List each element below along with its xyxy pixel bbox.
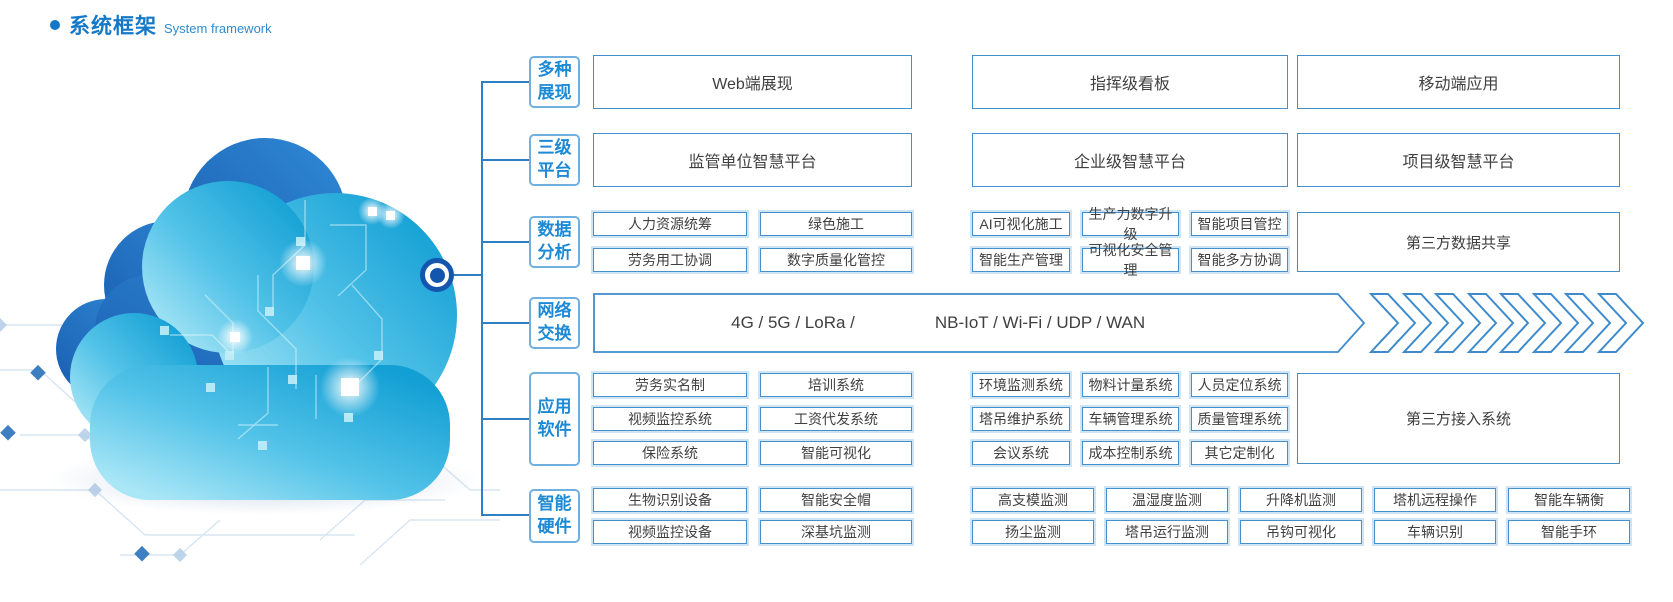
bullet-icon	[50, 20, 60, 30]
right-chevron-arrows	[1368, 293, 1645, 353]
connector-line	[482, 241, 529, 243]
display-box: 移动端应用	[1297, 55, 1620, 109]
hardware-box: 高支模监测	[972, 488, 1094, 512]
hardware-box: 塔机远程操作	[1374, 488, 1496, 512]
hardware-box: 深基坑监测	[760, 520, 912, 544]
tree-trunk-line	[481, 81, 483, 516]
network-bar	[593, 293, 1645, 353]
analysis-box: 人力资源统筹	[593, 212, 747, 236]
software-box: 车辆管理系统	[1082, 407, 1179, 431]
software-box: 会议系统	[972, 441, 1070, 465]
hardware-box: 车辆识别	[1374, 520, 1496, 544]
analysis-box: 生产力数字升级	[1082, 206, 1179, 242]
display-box: Web端展现	[593, 55, 912, 109]
analysis-box: 智能生产管理	[972, 248, 1070, 272]
software-box: 环境监测系统	[972, 373, 1070, 397]
software-box: 智能可视化	[760, 441, 912, 465]
section-title: 系统框架 System framework	[50, 10, 272, 40]
circuit-node-icon	[420, 258, 454, 292]
hardware-box: 智能安全帽	[760, 488, 912, 512]
platform-box: 监管单位智慧平台	[593, 133, 912, 187]
analysis-box: 数字质量化管控	[760, 248, 912, 272]
connector-line	[482, 418, 529, 420]
hardware-box: 扬尘监测	[972, 520, 1094, 544]
cloud-glow-nodes	[217, 197, 405, 417]
software-box: 物料计量系统	[1082, 373, 1179, 397]
network-arrow-box	[593, 293, 1366, 353]
page-title: 系统框架	[69, 15, 157, 38]
software-box: 人员定位系统	[1191, 373, 1288, 397]
analysis-box: 智能项目管控	[1191, 212, 1288, 236]
software-box: 质量管理系统	[1191, 407, 1288, 431]
hardware-box: 升降机监测	[1240, 488, 1362, 512]
analysis-box: 可视化安全管理	[1082, 242, 1179, 278]
platform-box: 企业级智慧平台	[972, 133, 1288, 187]
analysis-box: 劳务用工协调	[593, 248, 747, 272]
display-box: 指挥级看板	[972, 55, 1288, 109]
hardware-box: 吊钩可视化	[1240, 520, 1362, 544]
third-party-access-box: 第三方接入系统	[1297, 373, 1620, 464]
software-box: 工资代发系统	[760, 407, 912, 431]
cloud-connector-line	[450, 274, 482, 276]
hardware-box: 视频监控设备	[593, 520, 747, 544]
software-box: 其它定制化	[1191, 441, 1288, 465]
analysis-box: AI可视化施工	[972, 212, 1070, 236]
row-label-software: 应用软件	[529, 372, 580, 466]
network-protocols-left: 4G / 5G / LoRa /	[731, 313, 855, 332]
connector-line	[482, 322, 529, 324]
cloud-computing-illustration	[0, 138, 500, 566]
analysis-box: 绿色施工	[760, 212, 912, 236]
software-box: 培训系统	[760, 373, 912, 397]
third-party-data-share-box: 第三方数据共享	[1297, 212, 1620, 272]
row-label-platform: 三级平台	[529, 134, 580, 186]
hardware-box: 智能车辆衡	[1508, 488, 1630, 512]
cloud-front-layer	[70, 181, 457, 500]
connector-line	[482, 159, 529, 161]
software-box: 视频监控系统	[593, 407, 747, 431]
software-box: 保险系统	[593, 441, 747, 465]
network-protocols-right: NB-IoT / Wi-Fi / UDP / WAN	[934, 313, 1146, 332]
page-subtitle: System framework	[164, 21, 272, 36]
connector-line	[482, 81, 529, 83]
row-label-hardware: 智能硬件	[529, 489, 580, 543]
hardware-box: 生物识别设备	[593, 488, 747, 512]
connector-line	[482, 514, 529, 516]
hardware-box: 智能手环	[1508, 520, 1630, 544]
hardware-box: 温湿度监测	[1106, 488, 1228, 512]
row-label-display: 多种展现	[529, 56, 580, 108]
row-label-network: 网络交换	[529, 297, 580, 349]
software-box: 成本控制系统	[1082, 441, 1179, 465]
software-box: 塔吊维护系统	[972, 407, 1070, 431]
analysis-box: 智能多方协调	[1191, 248, 1288, 272]
software-box: 劳务实名制	[593, 373, 747, 397]
hardware-box: 塔吊运行监测	[1106, 520, 1228, 544]
row-label-data-analysis: 数据分析	[529, 216, 580, 268]
platform-box: 项目级智慧平台	[1297, 133, 1620, 187]
